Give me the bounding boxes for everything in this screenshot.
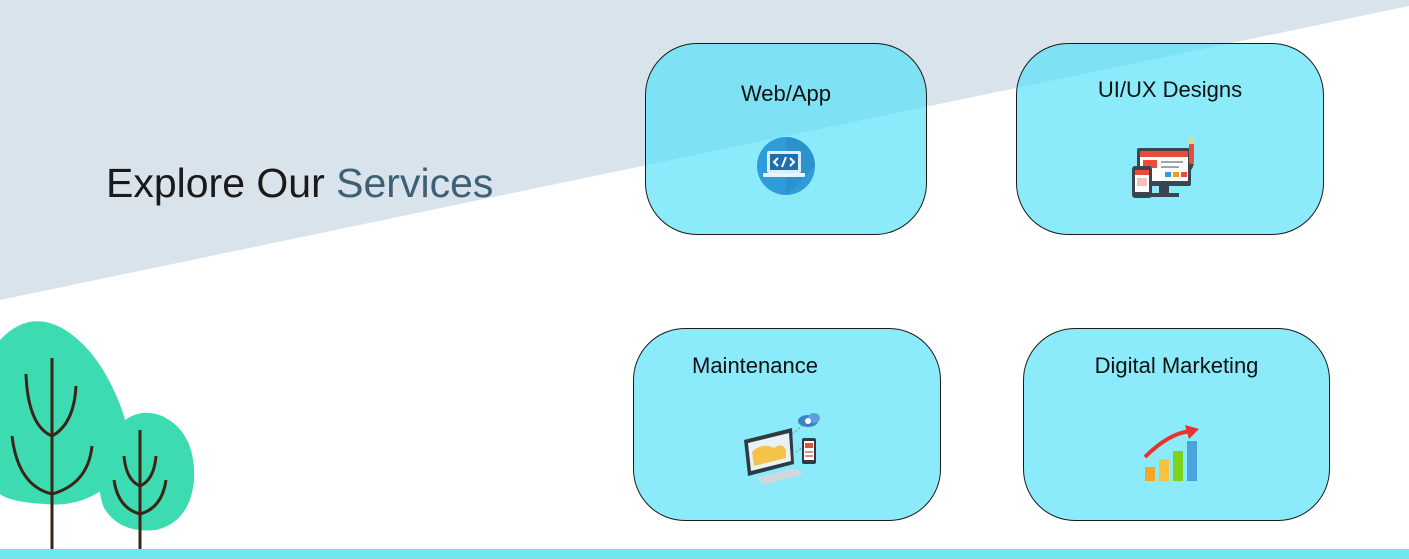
service-card-title: UI/UX Designs [1097, 77, 1243, 102]
heading-prefix: Explore Our [106, 160, 337, 206]
service-card-title: Web/App [740, 81, 832, 106]
service-card-maintenance[interactable]: Maintenance [633, 328, 941, 521]
trees-illustration [0, 321, 195, 550]
section-heading: Explore Our Services [106, 160, 493, 207]
growth-chart-icon [1139, 421, 1205, 488]
service-card-web-app[interactable]: Web/App [645, 43, 927, 235]
computer-cloud-devices-icon [734, 412, 834, 497]
service-card-digital-marketing[interactable]: Digital Marketing [1023, 328, 1330, 521]
service-card-title: Maintenance [692, 353, 818, 378]
design-devices-icon [1131, 136, 1203, 213]
heading-accent: Services [336, 160, 494, 206]
code-laptop-icon [748, 136, 824, 201]
service-card-title: Digital Marketing [1094, 353, 1259, 378]
service-card-ui-ux-designs[interactable]: UI/UX Designs [1016, 43, 1324, 235]
footer-strip [0, 549, 1409, 559]
